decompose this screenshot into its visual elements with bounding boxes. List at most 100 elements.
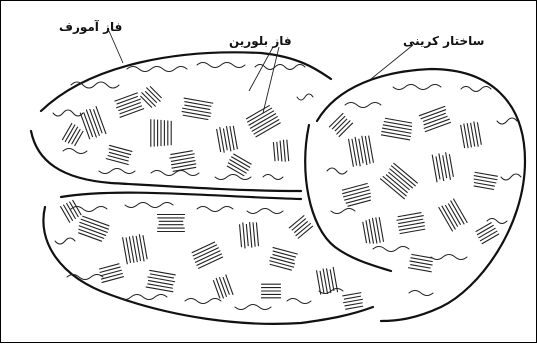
lamella-stack	[419, 106, 451, 132]
lamella-line	[439, 207, 453, 231]
lamella-line	[366, 220, 370, 243]
lamella-stack	[216, 125, 237, 154]
lamella-line	[388, 172, 409, 190]
lamella-stack	[341, 183, 372, 207]
lamella-line	[269, 261, 294, 268]
lamella-line	[410, 258, 432, 262]
lamella-line	[348, 200, 371, 206]
lamella-stack	[362, 217, 383, 246]
lamella-stack	[80, 106, 106, 140]
lamella-stack	[475, 222, 499, 244]
grain-boundary-right	[317, 69, 525, 321]
grain-boundary-bottom-lower	[43, 207, 373, 324]
lamella-line	[283, 140, 285, 162]
lamella-stack	[139, 85, 163, 109]
grain-boundary-right-left	[305, 125, 391, 271]
lamella-line	[344, 296, 361, 299]
lamella-stack	[157, 215, 185, 232]
lamella-line	[216, 278, 223, 298]
lamella-line	[226, 275, 233, 295]
lamella-line	[475, 172, 498, 176]
lamella-stack	[316, 267, 337, 295]
lamella-line	[380, 179, 405, 200]
lamella-line	[240, 224, 242, 247]
lamella-line	[411, 254, 433, 258]
lamella-line	[63, 205, 72, 221]
lamella-line	[343, 299, 363, 302]
amorphous-chains	[53, 63, 521, 310]
lamella-line	[280, 141, 282, 162]
lamella-stack	[181, 98, 213, 120]
lamella-line	[451, 201, 465, 225]
lamella-line	[391, 166, 416, 187]
label-amorphous-phase: فاز آمورف	[59, 21, 122, 33]
lamella-line	[346, 197, 371, 204]
lamella-line	[409, 261, 432, 265]
lamella-line	[117, 96, 138, 104]
lamella-stack	[396, 212, 426, 234]
lamella-stack	[268, 247, 298, 270]
lamella-line	[270, 264, 292, 270]
lamella-line	[453, 199, 467, 223]
lamella-stack	[432, 152, 454, 183]
leader-crystalline-2	[263, 47, 279, 113]
grain-boundaries	[31, 52, 525, 324]
lamella-line	[247, 108, 272, 122]
lamella-line	[410, 265, 430, 269]
lamella-line	[250, 222, 252, 248]
lamella-line	[253, 222, 255, 246]
lamella-stack	[146, 270, 177, 292]
lamella-line	[78, 233, 102, 242]
lamella-line	[109, 149, 131, 155]
lamella-line	[273, 251, 296, 257]
lamella-line	[75, 131, 84, 146]
lamella-line	[72, 129, 81, 144]
lamella-line	[250, 114, 276, 129]
lamella-stack	[460, 121, 481, 149]
lamella-stack	[60, 199, 81, 222]
grain-boundary-top-lower	[31, 131, 301, 191]
lamella-line	[443, 155, 447, 178]
lamella-stack	[191, 241, 224, 268]
lamella-line	[474, 183, 495, 187]
lamella-line	[66, 203, 75, 219]
lamella-line	[223, 128, 227, 150]
lamella-line	[342, 186, 369, 193]
lamella-line	[256, 123, 281, 137]
label-crystalline-phase: فاز بلورین	[229, 35, 292, 47]
lamella-line	[118, 103, 140, 111]
lamella-line	[342, 293, 361, 296]
lamella-line	[249, 111, 274, 126]
lamella-line	[342, 183, 368, 190]
lamella-stack	[213, 274, 233, 299]
lamella-line	[474, 179, 497, 183]
lamella-line	[219, 277, 226, 297]
lamella-line	[474, 186, 494, 190]
lamella-stack	[439, 199, 468, 232]
lamella-line	[102, 277, 124, 283]
lamella-stack	[151, 119, 171, 147]
lamella-line	[344, 193, 370, 200]
lamella-stack	[261, 284, 281, 298]
lamella-line	[223, 277, 229, 295]
label-semicrystalline-structure: ساختار کرینی	[403, 35, 484, 47]
lamella-line	[343, 190, 370, 197]
lamella-line	[273, 254, 295, 260]
lamella-line	[345, 303, 363, 306]
lamella-line	[449, 154, 453, 177]
lamella-line	[277, 142, 279, 161]
lamella-line	[101, 273, 123, 279]
lamella-line	[273, 247, 298, 254]
lamella-line	[246, 224, 248, 246]
lamella-stack	[245, 105, 281, 138]
lamella-line	[461, 125, 465, 148]
lamella-line	[442, 206, 456, 230]
lamella-stack	[381, 118, 413, 140]
lamella-line	[109, 145, 132, 151]
lamella-stack	[106, 145, 133, 164]
lamella-line	[273, 142, 275, 161]
lamella-line	[254, 119, 280, 134]
lamella-line	[114, 93, 137, 101]
